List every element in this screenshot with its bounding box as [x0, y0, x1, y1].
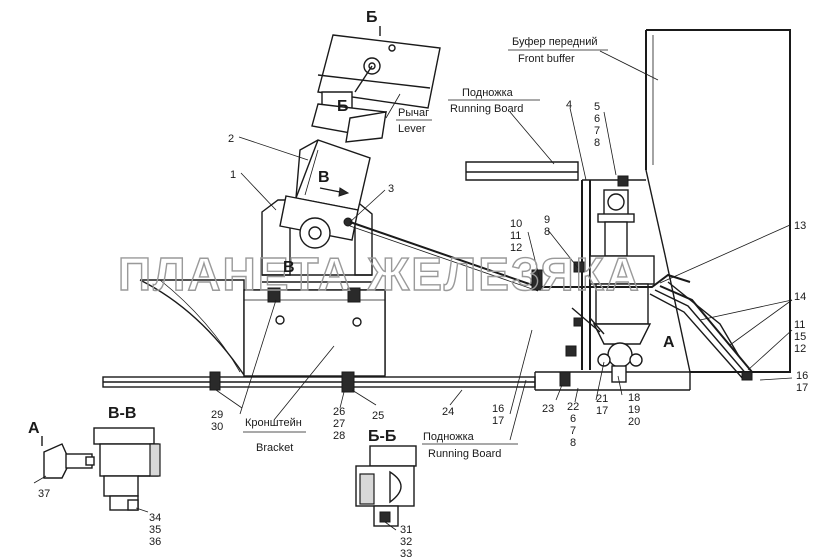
callout: 11	[510, 230, 521, 242]
section-mark-b-mid: Б	[337, 98, 349, 115]
frame-rail	[102, 371, 691, 391]
section-bb	[355, 445, 417, 527]
section-title-bb: Б-Б	[368, 428, 396, 445]
label-bracket-ru: Кронштейн	[245, 417, 302, 429]
callout: 26	[333, 406, 345, 418]
callout: 13	[794, 220, 806, 232]
callout: 29	[211, 409, 223, 421]
section-mark-a-view: А	[28, 420, 40, 437]
label-running-board-ru-bottom: Подножка	[423, 431, 475, 443]
label-running-board-en-top: Running Board	[450, 103, 523, 115]
callout: 7	[570, 425, 576, 437]
callout: 15	[794, 331, 806, 343]
callout: 16	[796, 370, 808, 382]
callout: 31	[400, 524, 412, 536]
callout: 24	[442, 406, 454, 418]
leader-lines	[33, 50, 793, 531]
callout: 17	[796, 382, 808, 394]
lever-detail	[311, 26, 441, 143]
callout: 1	[230, 169, 236, 181]
section-title-vv: В-В	[108, 405, 136, 422]
callout: 12	[794, 343, 806, 355]
label-lever-ru: Рычаг	[398, 107, 429, 119]
callout: 3	[388, 183, 394, 195]
bracket-body	[139, 279, 386, 377]
callout: 32	[400, 536, 412, 548]
callout: 6	[570, 413, 576, 425]
callout: 8	[594, 137, 600, 149]
callout: 27	[333, 418, 345, 430]
callout: 35	[149, 524, 161, 536]
callout: 2	[228, 133, 234, 145]
callout: 6	[594, 113, 600, 125]
label-lever-en: Lever	[398, 123, 426, 135]
callout: 25	[372, 410, 384, 422]
rail-clamp	[209, 269, 543, 393]
callout: 8	[570, 437, 576, 449]
callout: 5	[594, 101, 600, 113]
label-bracket-en: Bracket	[256, 442, 293, 454]
callout: 30	[211, 421, 223, 433]
callout: 17	[596, 405, 608, 417]
pipe-lines	[649, 281, 753, 381]
label-running-board-en-bottom: Running Board	[428, 448, 501, 460]
running-board-step	[465, 161, 646, 370]
callout: 12	[510, 242, 522, 254]
callout: 9	[544, 214, 550, 226]
section-mark-b-top: Б	[366, 9, 378, 26]
label-front-buffer-en: Front buffer	[518, 53, 575, 65]
section-vv	[93, 427, 161, 511]
callout: 14	[794, 291, 806, 303]
callout: 33	[400, 548, 412, 560]
callout: 11	[794, 319, 805, 331]
callout: 7	[594, 125, 600, 137]
valve-assembly	[540, 175, 691, 387]
callout: 23	[542, 403, 554, 415]
callout: 8	[544, 226, 550, 238]
callout: 20	[628, 416, 640, 428]
callout: 19	[628, 404, 640, 416]
callout: 10	[510, 218, 522, 230]
callout: 36	[149, 536, 161, 548]
section-mark-a-arrow: А	[663, 334, 675, 351]
callout: 22	[567, 401, 579, 413]
callout: 34	[149, 512, 161, 524]
label-running-board-ru-top: Подножка	[462, 87, 514, 99]
callout: 16	[492, 403, 504, 415]
callout: 37	[38, 488, 50, 500]
callout: 28	[333, 430, 345, 442]
callout: 17	[492, 415, 504, 427]
pedal-assembly	[279, 139, 539, 292]
view-a-fitting	[41, 436, 95, 479]
callout: 4	[566, 99, 572, 111]
callout: 18	[628, 392, 640, 404]
front-buffer	[645, 29, 791, 373]
section-mark-v-upper: В	[318, 169, 330, 186]
callout: 21	[596, 393, 608, 405]
label-front-buffer-ru: Буфер передний	[512, 36, 598, 48]
watermark-text: ПЛАНЕТА ЖЕЛЕЗЯКА	[118, 248, 641, 300]
section-mark-v-lower: В	[283, 259, 295, 276]
